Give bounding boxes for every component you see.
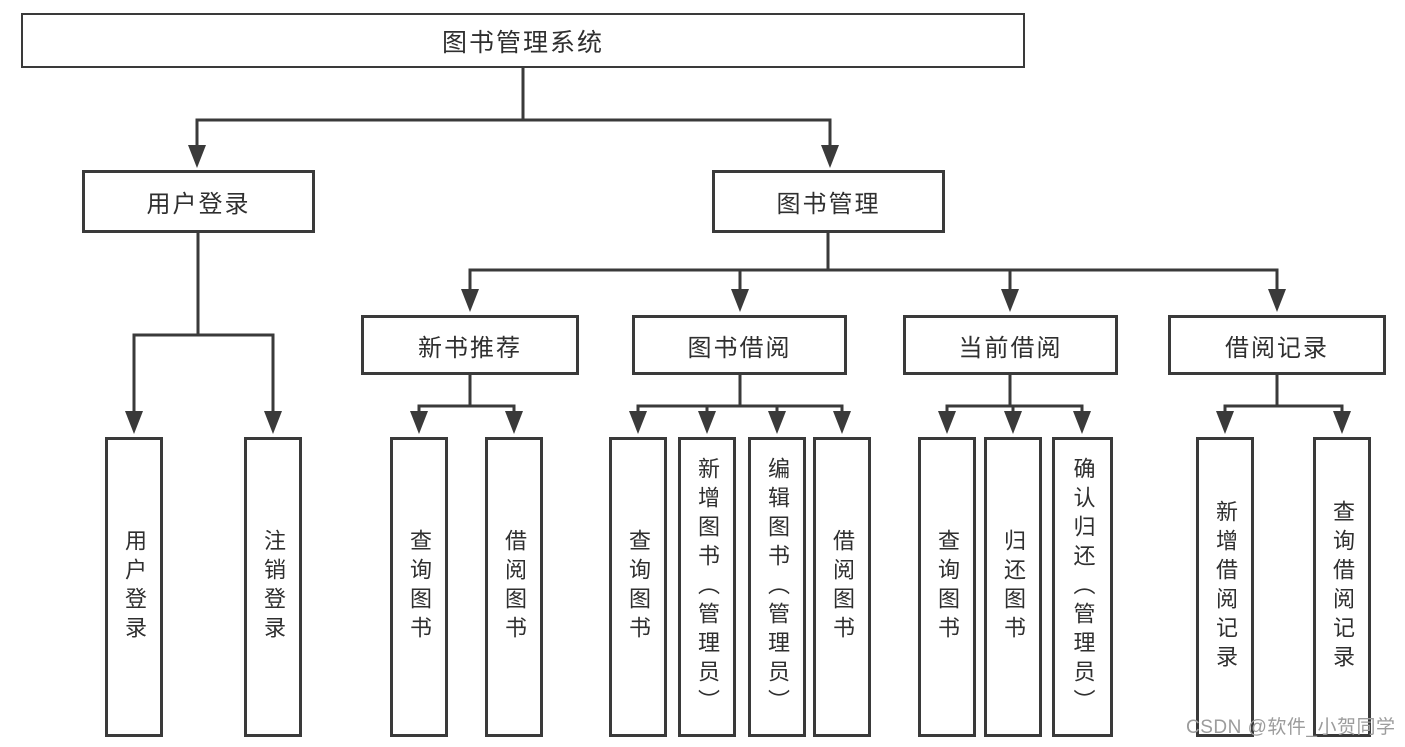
node-book-management-module: 图书管理 (712, 170, 945, 233)
connector-borrowing-records-to-leaves (1216, 373, 1351, 434)
connector-new-book-recommend-to-leaves (410, 373, 523, 434)
node-book-management-module-label: 图书管理 (776, 191, 881, 218)
node-user-login-module: 用户登录 (82, 170, 315, 233)
node-root-label: 图书管理系统 (441, 28, 604, 57)
leaf-borrowing-query-books: 查询图书 (609, 437, 667, 737)
node-borrowing-records-label: 借阅记录 (1225, 334, 1329, 362)
leaf-records-add-record: 新增借阅记录 (1196, 437, 1254, 737)
connector-current-borrowing-to-leaves (938, 373, 1091, 434)
leaf-current-return-books-label: 归还图书 (1001, 529, 1026, 645)
connector-root-to-level2 (188, 68, 839, 168)
leaf-borrowing-query-books-label: 查询图书 (626, 529, 651, 645)
node-new-book-recommend: 新书推荐 (361, 315, 579, 375)
leaf-recommend-borrow-books-label: 借阅图书 (502, 529, 527, 645)
node-book-borrowing: 图书借阅 (632, 315, 847, 375)
leaf-current-confirm-return-admin: 确认归还（管理员） (1052, 437, 1113, 737)
leaf-user-login-label: 用户登录 (122, 529, 147, 645)
leaf-records-add-record-label: 新增借阅记录 (1213, 500, 1238, 674)
node-new-book-recommend-label: 新书推荐 (418, 334, 522, 362)
leaf-recommend-query-books: 查询图书 (390, 437, 448, 737)
csdn-watermark: CSDN @软件_小贺同学 (1186, 717, 1396, 738)
leaf-recommend-borrow-books: 借阅图书 (485, 437, 543, 737)
node-current-borrowing-label: 当前借阅 (958, 334, 1063, 362)
leaf-current-return-books: 归还图书 (984, 437, 1042, 737)
node-user-login-module-label: 用户登录 (146, 191, 251, 218)
leaf-user-login: 用户登录 (105, 437, 163, 737)
leaf-borrowing-add-books-admin-label: 新增图书（管理员） (695, 456, 720, 718)
leaf-borrowing-edit-books-admin: 编辑图书（管理员） (748, 437, 806, 737)
leaf-current-confirm-return-admin-label: 确认归还（管理员） (1070, 456, 1096, 718)
leaf-borrowing-borrow-books: 借阅图书 (813, 437, 871, 737)
connector-book-management-to-level3 (461, 231, 1286, 312)
leaf-current-query-books-label: 查询图书 (935, 529, 960, 645)
node-borrowing-records: 借阅记录 (1168, 315, 1386, 375)
leaf-recommend-query-books-label: 查询图书 (407, 529, 432, 645)
leaf-current-query-books: 查询图书 (918, 437, 976, 737)
leaf-borrowing-add-books-admin: 新增图书（管理员） (678, 437, 736, 737)
leaf-records-query-record: 查询借阅记录 (1313, 437, 1371, 737)
leaf-logout: 注销登录 (244, 437, 302, 737)
connector-user-login-to-leaves (125, 231, 282, 434)
node-current-borrowing: 当前借阅 (903, 315, 1118, 375)
leaf-borrowing-borrow-books-label: 借阅图书 (830, 529, 855, 645)
node-root-library-management-system: 图书管理系统 (21, 13, 1025, 68)
connector-book-borrowing-to-leaves (629, 373, 851, 434)
leaf-logout-label: 注销登录 (261, 529, 286, 645)
leaf-records-query-record-label: 查询借阅记录 (1330, 500, 1355, 674)
leaf-borrowing-edit-books-admin-label: 编辑图书（管理员） (765, 456, 790, 718)
node-book-borrowing-label: 图书借阅 (687, 334, 792, 362)
